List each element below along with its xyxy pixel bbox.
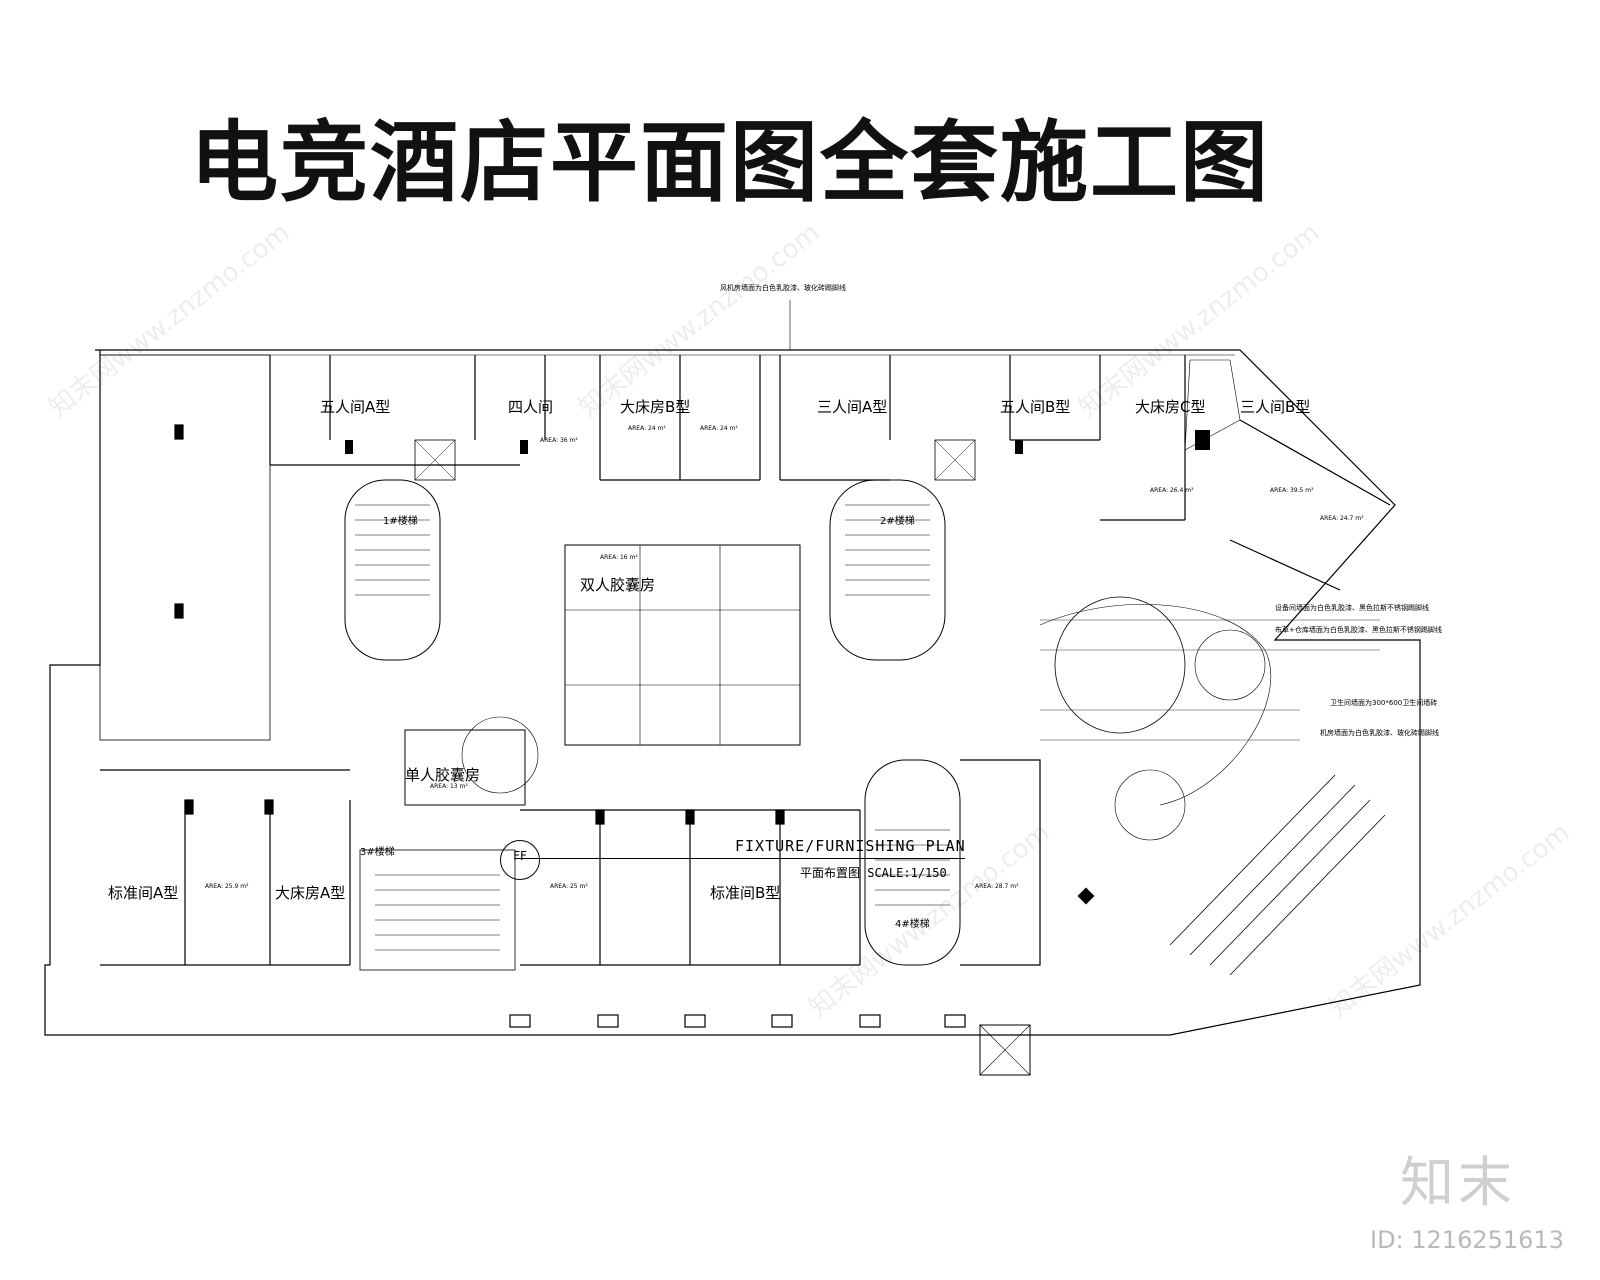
area-label: AREA: 25.9 m² <box>205 883 249 890</box>
area-label: AREA: 24 m² <box>628 425 666 432</box>
stair-label: 1#楼梯 <box>383 514 418 527</box>
brand-logo: 知末 <box>1400 1151 1516 1214</box>
stair-label: 3#楼梯 <box>360 845 395 858</box>
left-hall <box>99 354 271 741</box>
plan-title-underline <box>515 858 965 859</box>
room-label: 标准间A型 <box>108 884 178 902</box>
room-label: 标准间B型 <box>710 884 780 902</box>
room-label: 三人间A型 <box>817 398 887 416</box>
room-label: 大床房A型 <box>275 884 345 902</box>
plan-marker: FF <box>500 840 540 880</box>
room-label: 四人间 <box>508 398 553 416</box>
room-label: 单人胶囊房 <box>405 766 480 784</box>
area-label: AREA: 16 m² <box>600 554 638 561</box>
page-title: 电竞酒店平面图全套施工图 <box>190 110 1271 214</box>
room-label: 五人间B型 <box>1000 398 1070 416</box>
stair-1 <box>344 479 441 661</box>
stair-label: 2#楼梯 <box>880 514 915 527</box>
room-label: 五人间A型 <box>320 398 390 416</box>
area-label: AREA: 25 m² <box>550 883 588 890</box>
note-text: 设备间墙面为白色乳胶漆、黑色拉斯不锈钢踢脚线 <box>1275 603 1429 612</box>
room-label: 大床房B型 <box>620 398 690 416</box>
area-label: AREA: 39.5 m² <box>1270 487 1314 494</box>
building-outline <box>44 349 1421 1036</box>
room-label: 双人胶囊房 <box>580 576 655 594</box>
plan-subtitle: 平面布置图 SCALE:1/150 <box>800 866 947 880</box>
area-label: AREA: 24.7 m² <box>1320 515 1364 522</box>
stair-4 <box>864 759 961 966</box>
escalator <box>1169 774 1386 976</box>
area-label: AREA: 36 m² <box>540 437 578 444</box>
image-id: ID: 1216251613 <box>1370 1226 1564 1254</box>
room-label: 三人间B型 <box>1240 398 1310 416</box>
plan-title: FIXTURE/FURNISHING PLAN <box>735 837 966 855</box>
capsule-block <box>564 544 801 746</box>
stair-2 <box>829 479 946 661</box>
note-text: 风机房墙面为白色乳胶漆、玻化砖踢脚线 <box>720 283 846 292</box>
lounge-table <box>1054 596 1186 734</box>
single-capsule <box>404 729 526 806</box>
area-label: AREA: 24 m² <box>700 425 738 432</box>
note-text: 布草+仓库墙面为白色乳胶漆、黑色拉斯不锈钢踢脚线 <box>1275 625 1442 634</box>
area-label: AREA: 26.4 m² <box>1150 487 1194 494</box>
note-text: 机房墙面为白色乳胶漆、玻化砖踢脚线 <box>1320 728 1439 737</box>
area-label: AREA: 28.7 m² <box>975 883 1019 890</box>
stair-label: 4#楼梯 <box>895 917 930 930</box>
note-text: 卫生间墙面为300*600卫生间墙砖 <box>1330 698 1437 707</box>
room-label: 大床房C型 <box>1135 398 1205 416</box>
stair-3 <box>359 849 516 971</box>
area-label: AREA: 13 m² <box>430 783 468 790</box>
